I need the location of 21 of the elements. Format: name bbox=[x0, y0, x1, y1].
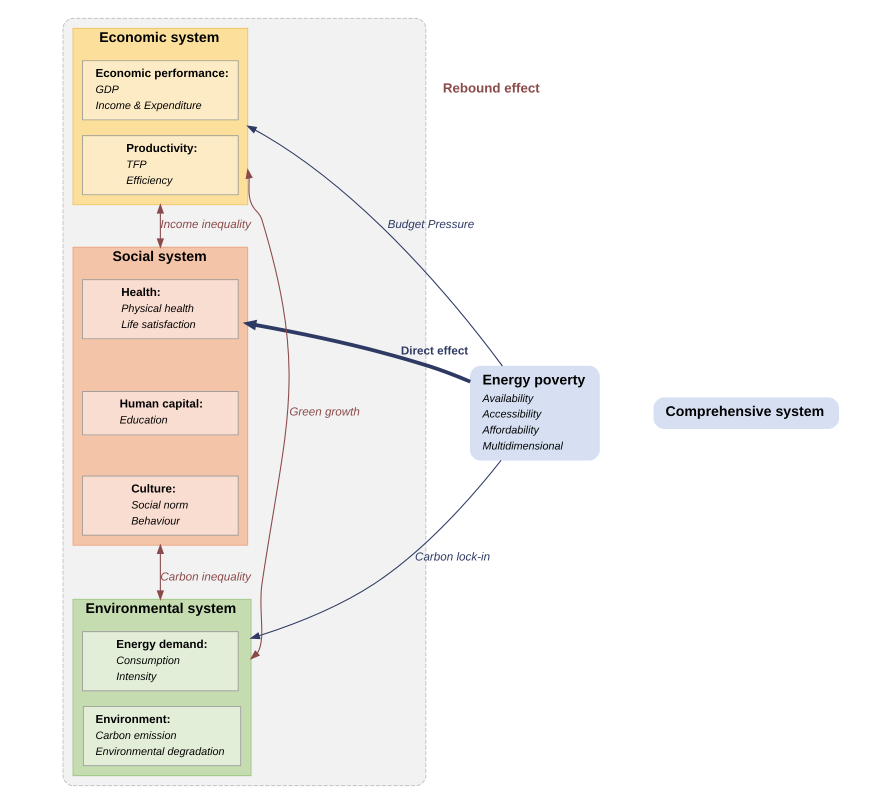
node-box: Energy poverty Availability Accessibility Affordability Multidimensional bbox=[470, 366, 600, 461]
node-box: Productivity: TFP Efficiency bbox=[82, 135, 239, 196]
node-box: Health: Physical health Life satisfaction bbox=[82, 279, 239, 340]
arrow bbox=[242, 320, 472, 384]
node-box: Economic performance: GDP Income & Expenditure bbox=[82, 60, 239, 120]
node-box: Human capital: Education bbox=[82, 391, 239, 436]
arrow bbox=[246, 168, 290, 660]
arrow bbox=[156, 203, 164, 249]
edge-label: Green growth bbox=[289, 405, 360, 418]
arrow bbox=[250, 460, 502, 640]
edge-label: Budget Pressure bbox=[388, 218, 474, 232]
arrow bbox=[246, 125, 503, 366]
node-box: Culture: Social norm Behaviour bbox=[82, 476, 239, 536]
node-box: Environment: Carbon emission Environmental degradation bbox=[82, 706, 242, 766]
arrow bbox=[156, 544, 164, 601]
edge-label: Carbon inequality bbox=[160, 570, 251, 584]
edge-label: Carbon lock-in bbox=[415, 550, 490, 564]
label: Rebound effect bbox=[442, 80, 540, 96]
node-box: Energy demand: Consumption Intensity bbox=[82, 631, 239, 692]
node-box: Comprehensive system bbox=[654, 397, 840, 430]
edge-label: Direct effect bbox=[400, 344, 468, 358]
